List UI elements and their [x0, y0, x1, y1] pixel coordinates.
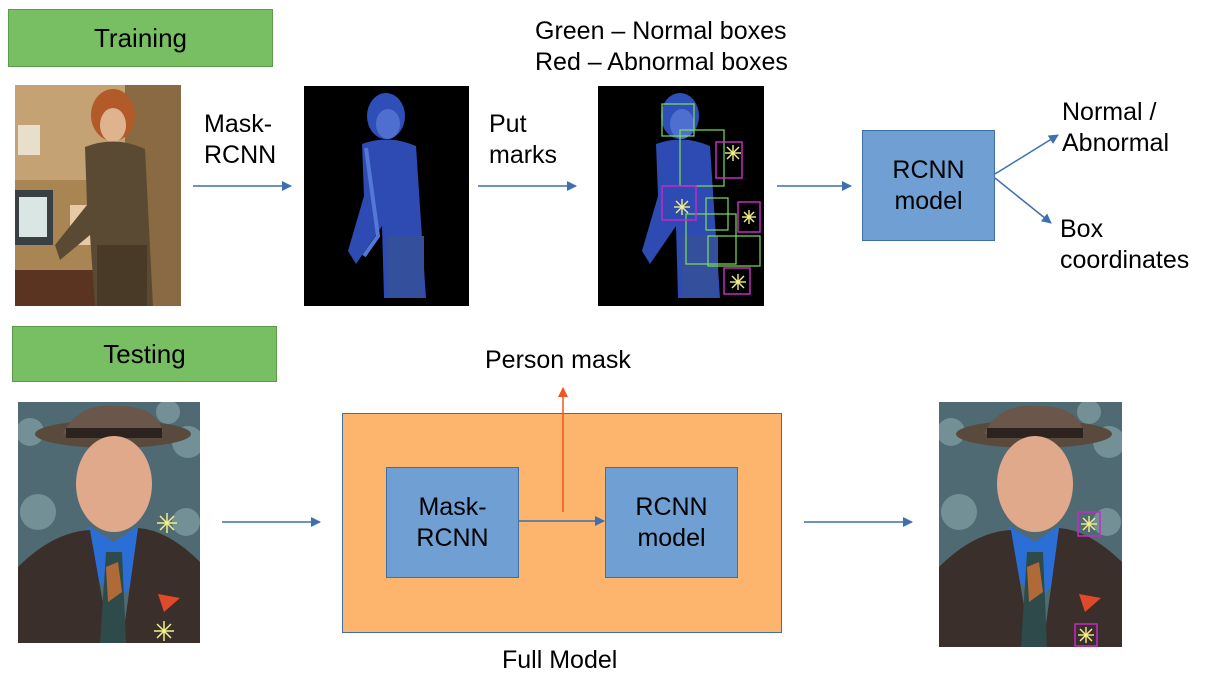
testing-input-photo — [18, 402, 200, 643]
testing-label-text: Testing — [103, 338, 186, 369]
full-model-rcnn-box: RCNN model — [605, 467, 738, 578]
normal-abnormal-output: Normal / Abnormal — [1062, 97, 1169, 159]
normal-abnormal-line2: Abnormal — [1062, 129, 1169, 157]
maskrcnn-step-line1: Mask- — [204, 110, 273, 138]
legend-abnormal: Red – Abnormal boxes — [535, 48, 788, 76]
box-coordinates-line1: Box — [1060, 215, 1104, 243]
full-model-maskrcnn-box: Mask- RCNN — [386, 467, 519, 578]
full-model-maskrcnn-line2: RCNN — [416, 523, 489, 552]
putmarks-step-line1: Put — [489, 110, 527, 138]
full-model-maskrcnn-line1: Mask- — [418, 492, 487, 521]
rcnn-model-training-box: RCNN model — [862, 130, 995, 241]
marks — [674, 145, 756, 290]
testing-output-photo — [939, 402, 1122, 647]
masked-person-image — [304, 86, 469, 306]
marked-image — [598, 86, 764, 306]
training-label-text: Training — [94, 22, 187, 53]
full-model-rcnn-line1: RCNN — [635, 492, 708, 521]
rcnn-model-training-line2: model — [894, 186, 963, 215]
full-model-label: Full Model — [502, 646, 618, 674]
putmarks-step-line2: marks — [489, 141, 558, 169]
legend-normal: Green – Normal boxes — [535, 17, 787, 45]
normal-boxes — [661, 103, 761, 267]
box-coordinates-line2: coordinates — [1060, 246, 1190, 274]
abnormal-boxes — [661, 141, 761, 295]
training-input-photo — [15, 85, 181, 306]
maskrcnn-step-line2: RCNN — [204, 141, 277, 169]
training-label: Training — [8, 9, 273, 67]
legend: Green – Normal boxes Red – Abnormal boxe… — [535, 16, 788, 78]
rcnn-model-training-line1: RCNN — [892, 155, 965, 184]
full-model-rcnn-line2: model — [637, 523, 706, 552]
arrow-rcnn-to-box — [994, 177, 1052, 224]
box-coordinates-output: Box coordinates — [1060, 214, 1189, 276]
testing-label: Testing — [12, 326, 277, 382]
normal-abnormal-line1: Normal / — [1062, 98, 1157, 126]
person-mask-label: Person mask — [485, 346, 631, 374]
putmarks-step-label: Put marks — [489, 109, 557, 171]
arrow-rcnn-to-normal — [994, 134, 1059, 175]
maskrcnn-step-label: Mask- RCNN — [204, 109, 276, 171]
